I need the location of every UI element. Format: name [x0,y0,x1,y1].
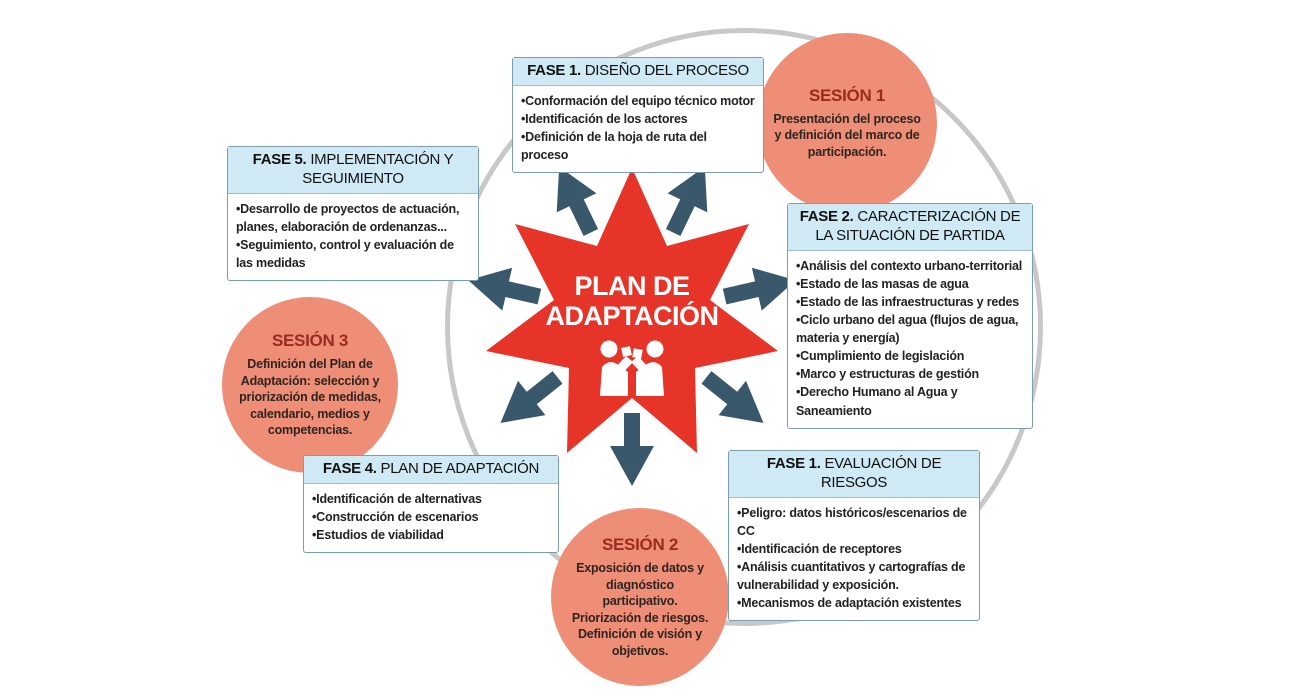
bullet-item: •Estado de las infraestructuras y redes [796,294,1020,309]
bullet-item: •Estado de las masas de agua [796,276,969,291]
bullet-item: •Seguimiento, control y evaluación de la… [236,237,454,270]
fase-2-number: FASE 2. [799,208,854,225]
arrow-down-left-icon [500,371,563,423]
bullet-item: •Definición de la hoja de ruta del proce… [521,130,707,163]
center-title-line1: PLAN DE [574,271,689,301]
fase-5-bullet-list: •Desarrollo de proyectos de actuación, p… [228,194,478,281]
arrow-down-right-icon [701,371,764,423]
sesion-1-circle: SESIÓN 1 Presentación del proceso y defi… [757,33,937,213]
bullet-item: •Identificación de receptores [737,541,902,556]
fase-box-5-implementacion: FASE 5. IMPLEMENTACIÓN Y SEGUIMIENTO •De… [227,146,479,281]
arrow-right-icon [722,267,796,311]
fase-3-title: EVALUACIÓN DE RIESGOS [820,455,942,491]
bullet-item: •Identificación de alternativas [312,491,482,506]
fase-box-2-caracterizacion: FASE 2. CARACTERIZACIÓN DE LA SITUACIÓN … [787,203,1033,429]
fase-box-1-diseno: FASE 1. DISEÑO DEL PROCESO •Conformación… [512,57,764,174]
fase-3-header: FASE 1. EVALUACIÓN DE RIESGOS [729,451,979,498]
bullet-item: •Peligro: datos históricos/escenarios de… [737,505,967,538]
sesion-3-title: SESIÓN 3 [271,331,349,351]
red-star-shape [486,168,778,453]
arrow-left-icon [468,267,542,311]
sesion-1-body: Presentación del proceso y definición de… [773,111,921,159]
fase-4-bullet-list: •Identificación de alternativas •Construc… [304,484,558,552]
arrow-up-left-icon [556,166,599,236]
center-title-line2: ADAPTACIÓN [546,300,719,331]
people-puzzle-icon [600,340,664,396]
fase-4-header: FASE 4. PLAN DE ADAPTACIÓN [304,456,558,484]
fase-1-header: FASE 1. DISEÑO DEL PROCESO [513,58,763,86]
fase-5-header: FASE 5. IMPLEMENTACIÓN Y SEGUIMIENTO [228,147,478,194]
sesion-3-circle: SESIÓN 3 Definición del Plan de Adaptaci… [222,297,398,473]
fase-2-header: FASE 2. CARACTERIZACIÓN DE LA SITUACIÓN … [788,204,1032,251]
fase-1-bullet-list: •Conformación del equipo técnico motor •I… [513,86,763,173]
arrow-up-right-icon [665,166,708,236]
bullet-item: •Ciclo urbano del agua (flujos de agua, … [796,312,1019,345]
sesion-2-circle: SESIÓN 2 Exposición de datos y diagnósti… [551,508,729,686]
bullet-item: •Conformación del equipo técnico motor [521,93,755,108]
fase-4-number: FASE 4. [322,460,377,477]
bullet-item: •Análisis del contexto urbano-territoria… [796,258,1023,273]
fase-2-bullet-list: •Análisis del contexto urbano-territoria… [788,251,1032,428]
fase-box-3-evaluacion-riesgos: FASE 1. EVALUACIÓN DE RIESGOS •Peligro: … [728,450,980,622]
fase-3-bullet-list: •Peligro: datos históricos/escenarios de… [729,498,979,621]
fase-box-4-plan-adaptacion: FASE 4. PLAN DE ADAPTACIÓN •Identificaci… [303,455,559,554]
fase-2-title: CARACTERIZACIÓN DE LA SITUACIÓN DE PARTI… [815,208,1021,244]
bullet-item: •Mecanismos de adaptación existentes [737,596,962,611]
fase-3-number: FASE 1. [766,455,821,472]
bullet-item: •Marco y estructuras de gestión [796,367,979,382]
sesion-3-body: Definición del Plan de Adaptación: selec… [239,357,381,438]
bullet-item: •Desarrollo de proyectos de actuación, p… [236,201,460,234]
arrow-down-icon [610,413,654,486]
outward-arrows [468,166,796,486]
sesion-2-title: SESIÓN 2 [601,535,679,554]
sesion-1-title: SESIÓN 1 [808,85,886,105]
fase-5-title: IMPLEMENTACIÓN Y SEGUIMIENTO [302,151,454,187]
bullet-item: •Análisis cuantitativos y cartografías d… [737,559,966,592]
bullet-item: •Derecho Humano al Agua y Saneamiento [796,385,958,418]
sesion-2-body: Exposición de datos y diagnóstico partic… [571,561,709,658]
fase-1-number: FASE 1. [527,62,581,79]
fase-4-title: PLAN DE ADAPTACIÓN [380,460,540,477]
background-cycle-circle [445,28,1043,626]
bullet-item: •Construcción de escenarios [312,509,479,524]
bullet-item: •Cumplimiento de legislación [796,349,965,364]
center-star-graphic: PLAN DE ADAPTACIÓN [468,166,796,486]
bullet-item: •Estudios de viabilidad [312,528,444,542]
fase-5-number: FASE 5. [252,151,307,168]
bullet-item: •Identificación de los actores [521,111,688,126]
fase-1-title: DISEÑO DEL PROCESO [584,62,749,79]
